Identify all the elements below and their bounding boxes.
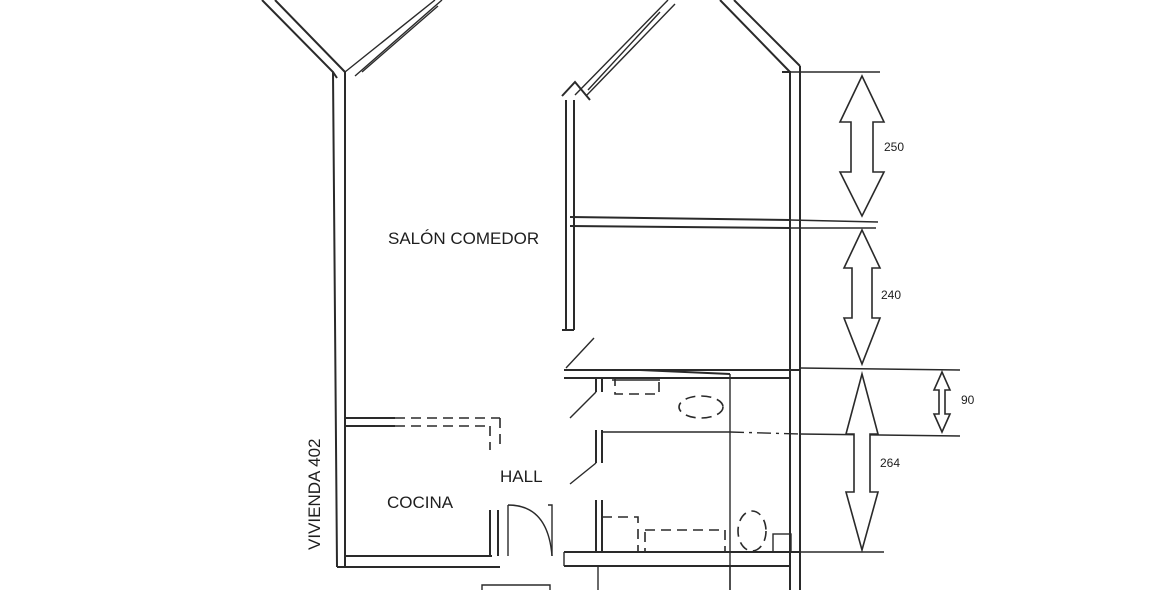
interior-walls: [345, 216, 801, 590]
dimension-arrow-90: [932, 370, 952, 434]
room-label-hall: HALL: [500, 467, 543, 486]
cabinet-icon: [772, 533, 792, 553]
outer-walls: [261, 0, 801, 590]
dimension-label-90: 90: [961, 393, 975, 407]
bathtub-icon: [644, 529, 726, 553]
dimension-arrow-264: [844, 370, 880, 554]
dimension-label-250: 250: [884, 140, 904, 154]
room-label-cocina: COCINA: [387, 493, 454, 512]
dimension-arrow-240: [842, 228, 882, 367]
dimension-label-240: 240: [881, 288, 901, 302]
toilet-icon: [678, 395, 724, 419]
room-label-salon: SALÓN COMEDOR: [388, 229, 539, 248]
dimension-label-264: 264: [880, 456, 900, 470]
washbasin-icon: [614, 377, 660, 395]
fixtures: [602, 377, 792, 553]
toilet-icon-2: [737, 510, 767, 552]
dimension-arrow-250: [838, 74, 886, 218]
unit-label-vivienda: VIVIENDA 402: [305, 438, 324, 550]
dimension-lines: [782, 71, 961, 554]
